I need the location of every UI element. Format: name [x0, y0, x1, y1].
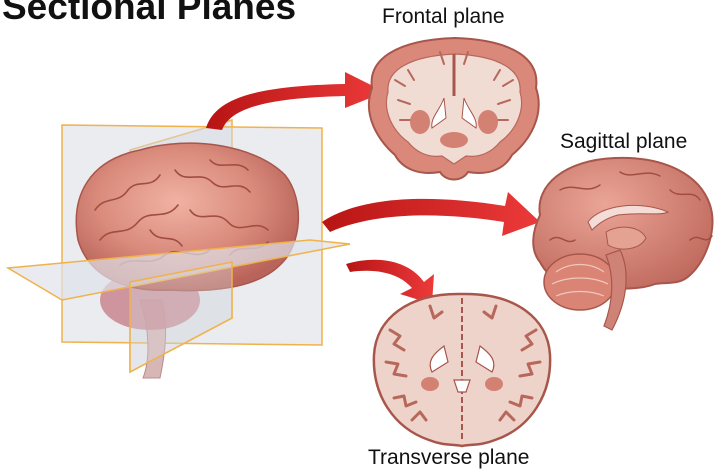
transverse-plane-label: Transverse plane	[368, 446, 529, 470]
frontal-plane-label: Frontal plane	[382, 5, 505, 29]
frontal-section	[369, 38, 539, 180]
arrow-to-frontal	[206, 72, 385, 130]
page-title: Sectional Planes	[2, 0, 296, 28]
arrow-to-transverse	[346, 260, 434, 304]
arrow-to-sagittal	[322, 192, 540, 236]
sagittal-plane-front	[130, 262, 232, 372]
sagittal-cerebellum	[544, 254, 616, 310]
transverse-section	[374, 294, 550, 446]
sagittal-section	[533, 158, 712, 330]
brain-with-planes	[8, 120, 350, 378]
sagittal-plane-label: Sagittal plane	[560, 130, 687, 154]
